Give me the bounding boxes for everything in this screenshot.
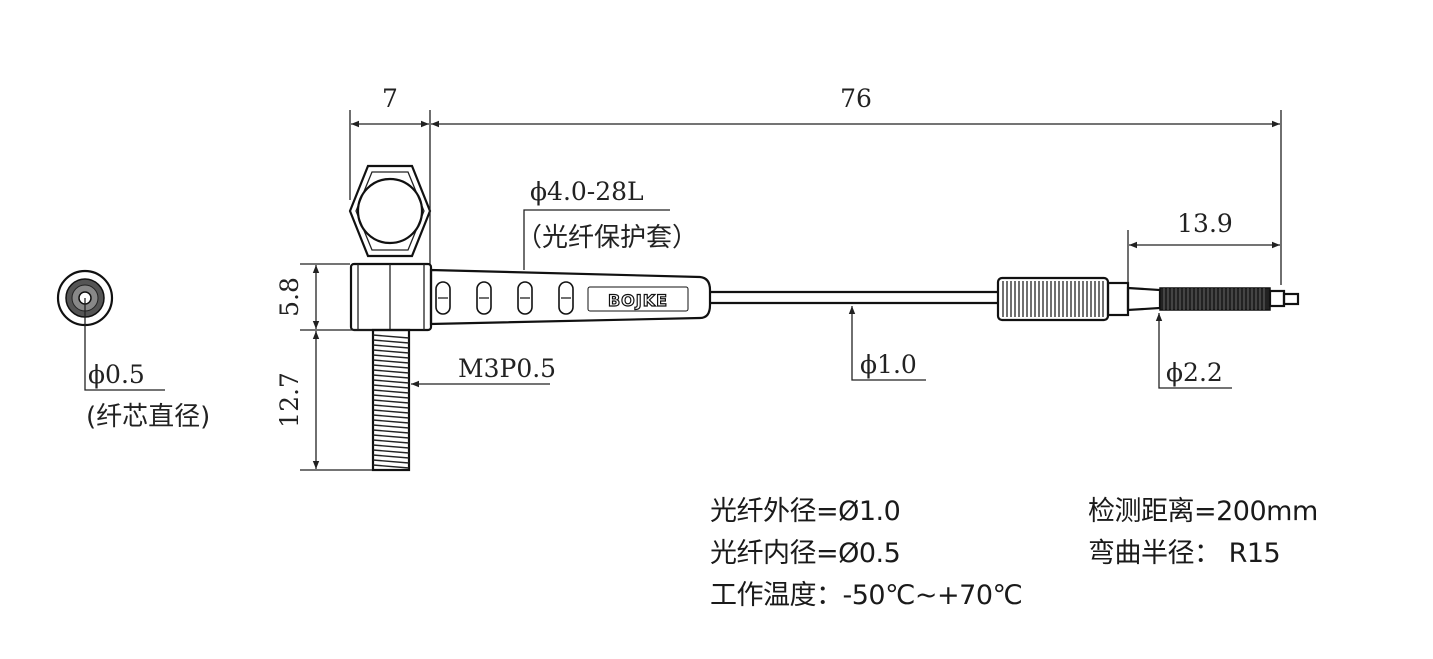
- sleeve-leader-line: [523, 209, 670, 270]
- protective-sleeve: BOJKE: [429, 268, 712, 326]
- thread-line: [372, 449, 410, 454]
- thread-line: [372, 359, 410, 364]
- thread-line: [372, 434, 410, 439]
- sleeve-rib: [558, 281, 574, 315]
- thread-line: [372, 394, 410, 399]
- sleeve-rib: [476, 281, 492, 315]
- thread-line: [372, 429, 410, 434]
- sensor-head-side-view: [349, 262, 433, 332]
- thread-line: [372, 404, 410, 409]
- thread-line: [372, 364, 410, 369]
- head-height-label: 5.8: [275, 277, 304, 317]
- thread-line: [372, 419, 410, 424]
- thread-line: [372, 459, 410, 464]
- threaded-stud: [371, 328, 411, 472]
- thread-line: [372, 439, 410, 444]
- thread-line: [372, 374, 410, 379]
- hex-nut-top-view: [348, 164, 432, 258]
- spec-inner-diameter: 光纤内径=Ø0.5: [710, 538, 901, 569]
- tip-leader-line: [1155, 313, 1232, 389]
- thread-line: [372, 389, 410, 394]
- thread-line: [372, 344, 410, 349]
- core-dia-label: ϕ0.5: [88, 360, 145, 389]
- thread-line: [372, 379, 410, 384]
- spec-bend-radius: 弯曲半径： R15: [1088, 538, 1281, 569]
- thread-line: [372, 409, 410, 414]
- nut-width-label: 7: [382, 84, 398, 113]
- thread-spec-label: M3P0.5: [458, 354, 556, 383]
- spec-detection-distance: 检测距离=200mm: [1088, 496, 1318, 527]
- thread-line: [372, 464, 410, 469]
- thread-line: [372, 414, 410, 419]
- fiber-cable: [710, 290, 998, 305]
- thread-line: [372, 424, 410, 429]
- fiber-dia-label: ϕ1.0: [860, 350, 917, 379]
- knurled-connector: [996, 276, 1300, 322]
- thread-line: [372, 339, 410, 344]
- thread-line: [372, 384, 410, 389]
- spec-operating-temperature: 工作温度：-50℃~+70℃: [710, 580, 1023, 611]
- thread-line: [372, 354, 410, 359]
- overall-length-label: 76: [840, 84, 872, 113]
- tip-dia-label: ϕ2.2: [1166, 358, 1223, 387]
- core-leader-line: [84, 298, 165, 391]
- thread-line: [372, 349, 410, 354]
- sleeve-note-label: （光纤保护套）: [516, 223, 698, 253]
- thread-length-label: 12.7: [275, 372, 304, 428]
- thread-line: [372, 369, 410, 374]
- spec-outer-diameter: 光纤外径=Ø1.0: [710, 496, 901, 527]
- brand-label: BOJKE: [608, 291, 668, 310]
- thread-line: [372, 444, 410, 449]
- thread-line: [372, 399, 410, 404]
- fiber-leader-line: [848, 306, 926, 381]
- core-note-label: (纤芯直径): [86, 402, 210, 432]
- sleeve-spec-label: ϕ4.0-28L: [530, 177, 644, 206]
- thread-line: [372, 334, 410, 339]
- sleeve-rib: [435, 281, 451, 315]
- tip-length-label: 13.9: [1177, 209, 1233, 238]
- thread-line: [372, 454, 410, 459]
- sleeve-rib: [517, 281, 533, 315]
